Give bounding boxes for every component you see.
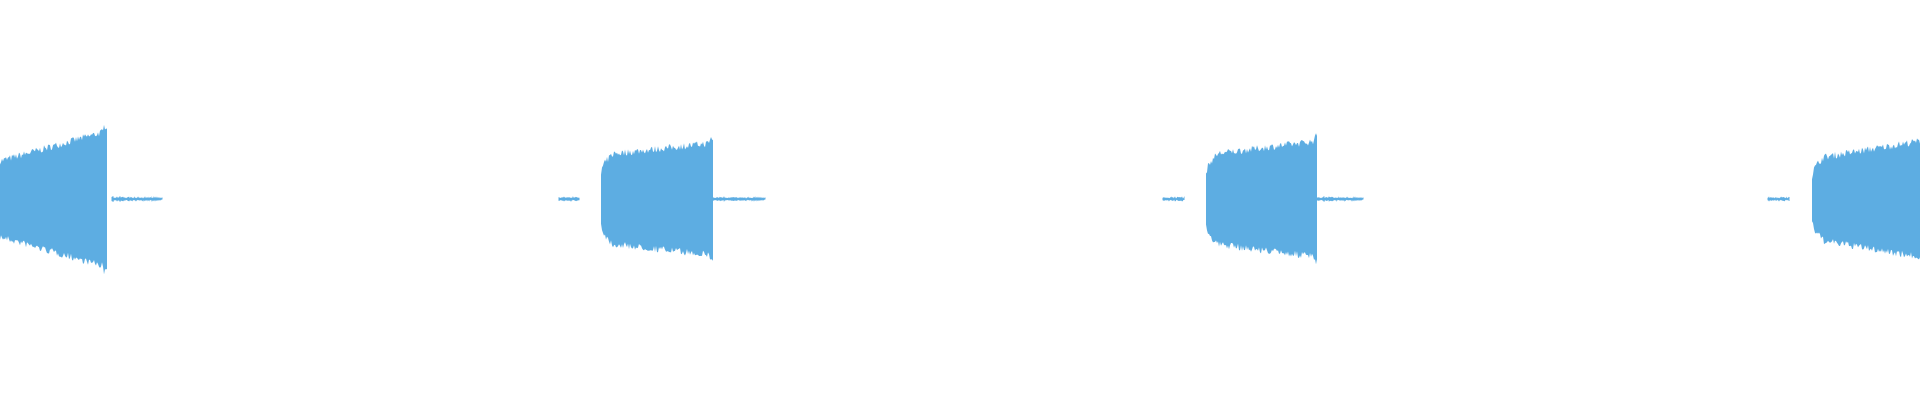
waveform-tail-1 xyxy=(111,196,163,202)
waveform-lead-tick-4 xyxy=(1767,196,1790,202)
waveform-group xyxy=(0,124,1920,275)
waveform-burst-2 xyxy=(601,137,713,261)
waveform-lead-tick-2 xyxy=(558,196,580,202)
waveform-burst-1 xyxy=(0,124,107,275)
waveform-tail-2 xyxy=(712,196,766,202)
waveform-lead-tick-3 xyxy=(1162,196,1185,202)
waveform-tail-3 xyxy=(1316,196,1364,202)
waveform-burst-3 xyxy=(1206,133,1317,265)
waveform-burst-4 xyxy=(1812,138,1920,260)
